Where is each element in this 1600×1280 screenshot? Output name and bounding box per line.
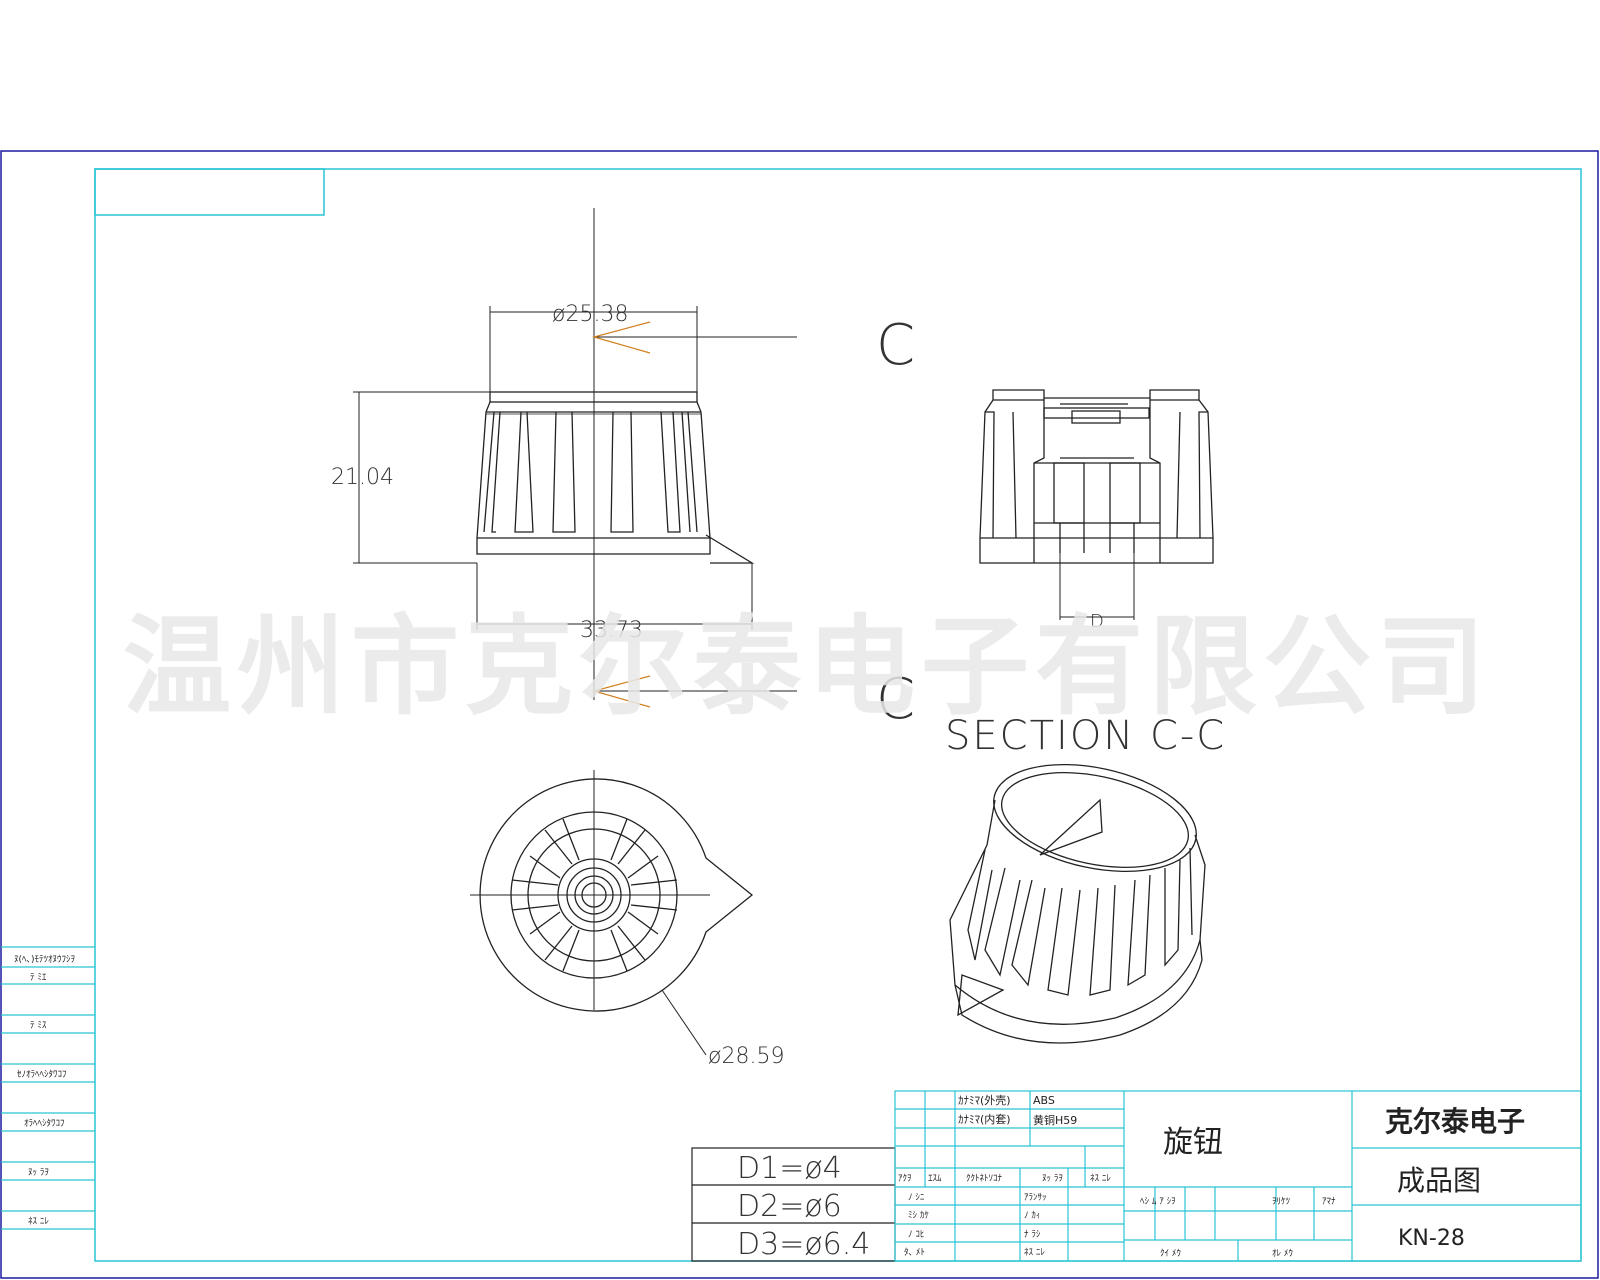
section-arrows: [591, 321, 651, 708]
section-marker-bottom: C: [876, 667, 915, 732]
title-label: ｵﾚ ﾒｳ: [1272, 1248, 1293, 1259]
material-inner-value: 黄铜H59: [1033, 1113, 1077, 1127]
left-strip-label: ｵﾗﾍﾍｼﾀﾜｺﾌ: [24, 1118, 65, 1129]
front-view: [353, 208, 797, 700]
bore-dim: D: [1090, 611, 1104, 632]
section-marker-top: C: [876, 313, 915, 378]
left-strip-label: ﾃ ﾐｽ: [30, 1020, 47, 1031]
signature-header: ﾈｽ ﾆﾚ: [1090, 1173, 1111, 1184]
title-label: ｱﾏﾅ: [1322, 1196, 1336, 1207]
material-outer-label: ｶﾅﾐﾏ(外壳): [958, 1093, 1011, 1107]
signature-row-left: ﾉ ｼﾆ: [908, 1193, 925, 1203]
signature-header: ﾇｯ ﾗｦ: [1042, 1173, 1063, 1184]
bottom-diameter-dim: ø28.59: [708, 1044, 784, 1069]
signature-header: ｸｸﾄﾈﾄｿｺﾅ: [966, 1173, 1003, 1184]
section-title: SECTION C-C: [945, 713, 1226, 759]
left-strip-label: ﾈｽ ﾆﾚ: [28, 1216, 49, 1227]
bore-row: D2=ø6: [737, 1189, 842, 1224]
bore-row: D3=ø6.4: [737, 1227, 870, 1262]
signature-header: ｴｽﾑ: [928, 1174, 942, 1184]
left-strip-table: [1, 946, 95, 1230]
signature-row-right: ﾉ ｶｨ: [1024, 1210, 1040, 1221]
top-diameter-dim: ø25.38: [552, 302, 628, 327]
signature-row-right: ﾅ ﾗｼ: [1024, 1229, 1041, 1240]
section-view: [979, 389, 1214, 620]
part-name: 旋钮: [1163, 1125, 1223, 1160]
bottom-view: [470, 770, 754, 1056]
signature-row-right: ｱﾗﾝｻｯ: [1024, 1192, 1047, 1203]
left-strip-label: ﾇｯ ﾗｦ: [28, 1167, 49, 1178]
title-label: ｦﾘｹﾂ: [1272, 1196, 1291, 1207]
material-inner-label: ｶﾅﾐﾏ(内套): [958, 1112, 1011, 1126]
signature-row-right: ﾈｽ ﾆﾚ: [1024, 1247, 1045, 1258]
left-strip-label: ｾﾉｵﾗﾍﾍｼﾀﾜｺﾌ: [17, 1069, 67, 1080]
left-strip-label: ﾃ ﾐｴ: [30, 972, 47, 983]
signature-header: ｱｸｦ: [898, 1173, 912, 1184]
part-number: KN-28: [1398, 1226, 1465, 1251]
drawing-type: 成品图: [1397, 1164, 1481, 1197]
signature-row-left: ﾐｼ ｶｹ: [908, 1210, 929, 1221]
title-block: [894, 1090, 1582, 1262]
watermark: 温州市克尔泰电子有限公司: [123, 605, 1491, 730]
left-strip-label: ﾇ(ﾍ､)ﾓﾃﾂｵﾇｳﾌｼｦ: [14, 954, 75, 965]
title-label: ﾍｼ ﾑ ｱ ｼｦ: [1140, 1197, 1176, 1207]
base-width-dim: 33.73: [580, 618, 643, 643]
signature-row-left: ﾉ ｺﾋ: [908, 1229, 924, 1240]
bore-row: D1=ø4: [737, 1151, 842, 1186]
material-outer-value: ABS: [1033, 1094, 1055, 1107]
outer-frame: [0, 150, 1599, 1279]
height-dim: 21.04: [331, 465, 394, 490]
top-left-label-box: [94, 168, 325, 216]
signature-row-left: ﾀ､ ﾒﾄ: [904, 1247, 925, 1258]
company-name: 克尔泰电子: [1385, 1105, 1525, 1138]
title-label: ｸｲ ﾒｳ: [1160, 1248, 1181, 1259]
isometric-view: [949, 763, 1206, 1044]
